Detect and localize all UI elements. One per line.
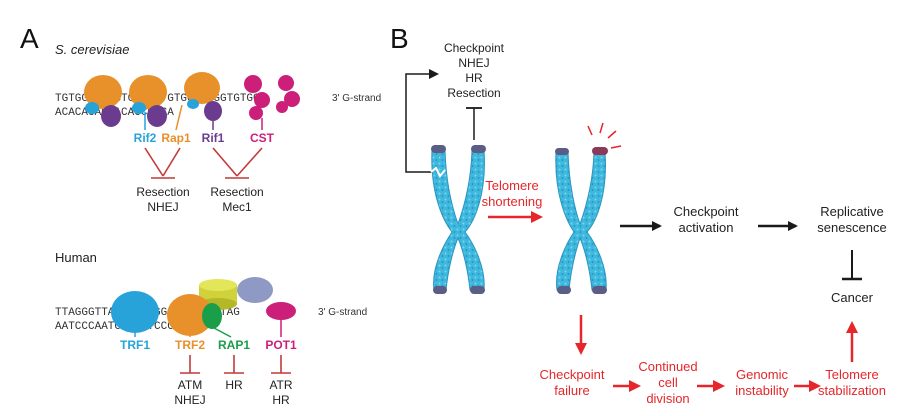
shortening-label-line-2: shortening xyxy=(482,194,543,209)
yeast-protein-complex-2 xyxy=(129,75,167,127)
telomere-stabilization-line-2: stabilization xyxy=(818,383,886,398)
checkpoint-failure-line-1: Checkpoint xyxy=(539,367,604,382)
genomic-instability-line-2: instability xyxy=(735,383,789,398)
shortening-label-line-1: Telomere xyxy=(485,178,538,193)
yeast-effect-2-line-1: Resection xyxy=(210,185,263,199)
human-effect-3-line-1: ATR xyxy=(269,378,292,392)
human-effect-3-line-2: HR xyxy=(272,393,290,407)
genomic-instability-line-1: Genomic xyxy=(736,367,789,382)
protein-label-rif1: Rif1 xyxy=(202,131,225,145)
protein-label-rap1: RAP1 xyxy=(218,338,250,352)
checkpoint-activation-line-1: Checkpoint xyxy=(673,204,738,219)
human-inhibition-marks xyxy=(180,355,291,374)
yeast-inhibition-2 xyxy=(212,147,263,179)
damage-signal-marks xyxy=(587,122,622,149)
yeast-protein-complex-3 xyxy=(184,72,222,121)
trf1-protein xyxy=(111,291,159,333)
protein-label-cst: CST xyxy=(250,131,275,145)
yeast-strand-label: 3' G-strand xyxy=(332,93,381,104)
response-list-line-3: HR xyxy=(465,71,483,85)
human-effect-1-line-1: ATM xyxy=(178,378,202,392)
response-list-line-4: Resection xyxy=(447,86,500,100)
human-strand-label: 3' G-strand xyxy=(318,307,367,318)
yeast-effect-1-line-1: Resection xyxy=(136,185,189,199)
human-effect-1-line-2: NHEJ xyxy=(174,393,205,407)
human-effect-2-line-1: HR xyxy=(225,378,243,392)
protein-label-trf1: TRF1 xyxy=(120,338,150,352)
senescence-label-line-2: senescence xyxy=(817,220,886,235)
chromosome-shortened xyxy=(555,147,608,294)
panel-b-label: B xyxy=(390,23,409,54)
chromosome-damaged xyxy=(430,145,486,294)
response-list-line-1: Checkpoint xyxy=(444,41,505,55)
panel-a-label: A xyxy=(20,23,39,54)
checkpoint-activation-line-2: activation xyxy=(679,220,734,235)
yeast-inhibition-1 xyxy=(144,147,181,179)
cancer-label: Cancer xyxy=(831,290,874,305)
protein-label-trf2: TRF2 xyxy=(175,338,205,352)
trf2-protein xyxy=(167,294,213,336)
yeast-protein-complex-1 xyxy=(84,75,122,127)
telomere-stabilization-line-1: Telomere xyxy=(825,367,878,382)
response-list-line-2: NHEJ xyxy=(458,56,489,70)
yeast-effect-1-line-2: NHEJ xyxy=(147,200,178,214)
response-activation-arrow xyxy=(405,69,439,173)
yeast-effect-2-line-2: Mec1 xyxy=(222,200,252,214)
senescence-label-line-1: Replicative xyxy=(820,204,884,219)
protein-label-pot1: POT1 xyxy=(265,338,297,352)
protein-label-rap1-yeast: Rap1 xyxy=(161,131,191,145)
tpp1-protein xyxy=(237,277,273,303)
checkpoint-failure-line-2: failure xyxy=(554,383,589,398)
continued-division-line-2: cell xyxy=(658,375,678,390)
continued-division-line-3: division xyxy=(646,391,689,406)
rap1-protein xyxy=(202,303,222,329)
yeast-species-label: S. cerevisiae xyxy=(55,42,129,57)
protein-label-rif2: Rif2 xyxy=(134,131,157,145)
cst-complex xyxy=(244,75,300,120)
pot1-protein xyxy=(266,302,296,320)
continued-division-line-1: Continued xyxy=(638,359,697,374)
human-species-label: Human xyxy=(55,250,97,265)
